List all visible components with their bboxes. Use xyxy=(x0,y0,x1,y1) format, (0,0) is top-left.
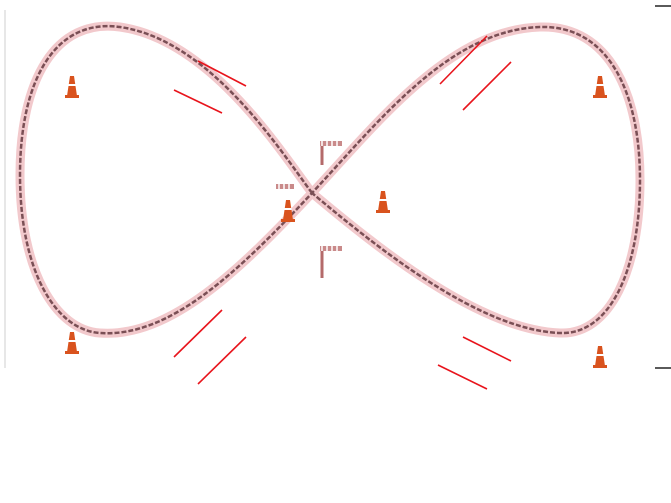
track-halo xyxy=(20,26,640,333)
cone-bottom-left xyxy=(65,332,79,354)
cone-top-right xyxy=(593,76,607,98)
track xyxy=(20,26,640,333)
marker-bottom-left-lower xyxy=(198,337,246,384)
marker-bottom-left-upper xyxy=(174,310,222,357)
cone-top-left xyxy=(65,76,79,98)
cone-center-right xyxy=(376,191,390,213)
stripe-marker-bottom xyxy=(320,246,342,278)
marker-bottom-right-lower xyxy=(438,365,487,389)
cone-bottom-right xyxy=(593,346,607,368)
stripe-marker-center xyxy=(276,184,294,189)
marker-bottom-right-upper xyxy=(463,337,511,361)
marker-top-left-lower xyxy=(174,90,222,113)
marker-top-right-lower xyxy=(463,62,511,110)
